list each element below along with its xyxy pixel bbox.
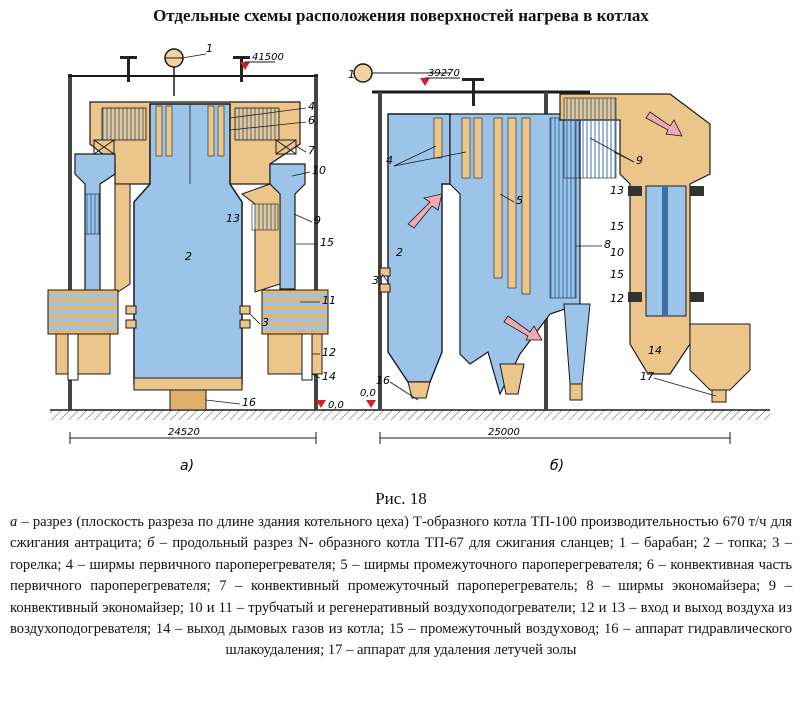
label: 14	[648, 344, 662, 357]
label: 4	[386, 154, 393, 167]
label: 17	[640, 370, 654, 383]
air-inlet-icon	[628, 186, 704, 302]
elevation-top-b: 39270	[428, 68, 460, 79]
screen-superheater	[207, 105, 215, 157]
figure-tag-a: а)	[180, 458, 194, 474]
drum-icon	[353, 63, 373, 83]
elevation-marker	[366, 400, 376, 408]
elevation-marker	[420, 78, 430, 86]
elevation-ground-b: 0,0	[360, 388, 376, 399]
burner-icon	[379, 267, 391, 293]
label: 12	[610, 292, 624, 305]
ash-hopper	[133, 377, 243, 391]
label: 7	[308, 144, 315, 157]
air-duct-left	[114, 183, 131, 295]
air-heater-left	[47, 289, 119, 335]
label: 11	[322, 294, 336, 307]
flow-arrow-icon	[407, 193, 443, 229]
label: 5	[516, 194, 523, 207]
page-title: Отдельные схемы расположения поверхносте…	[153, 6, 649, 25]
support	[233, 56, 250, 59]
dimension-b: 25000	[488, 427, 520, 438]
label: 9	[314, 214, 321, 227]
elevation-marker	[240, 62, 250, 70]
label: 8	[604, 238, 611, 251]
label: 4	[308, 100, 315, 113]
support	[472, 78, 475, 106]
label: 10	[312, 164, 326, 177]
figure-tag-b: б)	[550, 458, 564, 474]
label: 6	[308, 114, 315, 127]
label: 13	[610, 184, 624, 197]
support	[127, 58, 130, 82]
gas-outlet	[689, 323, 751, 391]
dimension-a: 24520	[168, 427, 200, 438]
leader-lines	[181, 53, 321, 405]
ash-hopper	[407, 381, 431, 399]
air-heater-right	[261, 289, 329, 335]
superheater-convective	[101, 107, 147, 141]
label: 3	[372, 274, 379, 287]
slag-removal	[169, 389, 207, 411]
caption-text-b: – продольный разрез N- образного котла Т…	[10, 535, 792, 659]
air-duct-right	[240, 183, 281, 293]
figure-caption-heading: Рис. 18	[375, 489, 427, 508]
boiler-b: 39270	[348, 63, 770, 474]
label: 3	[262, 316, 269, 329]
support	[462, 78, 484, 81]
economizer-right	[251, 203, 279, 231]
screen-superheater	[473, 117, 483, 179]
support	[120, 56, 137, 59]
support	[240, 58, 243, 82]
elevation-ground-a: 0,0	[328, 400, 344, 411]
screen-superheater	[165, 105, 173, 157]
screen-reheater	[493, 117, 503, 279]
label: 9	[636, 154, 643, 167]
ground-a	[50, 410, 350, 420]
label: 15	[320, 236, 334, 249]
flow-arrow-icon	[503, 315, 543, 341]
ash-hopper	[499, 363, 525, 395]
frame-column	[314, 74, 318, 410]
label: 2	[185, 250, 192, 263]
ground-b	[350, 410, 770, 420]
flow-arrow-icon	[645, 111, 683, 137]
label: 10	[610, 246, 624, 259]
superheater-convective	[234, 107, 280, 141]
label: 12	[322, 346, 336, 359]
economizer-left	[84, 193, 100, 235]
screen-reheater	[521, 117, 531, 295]
furnace-a	[133, 103, 243, 385]
elevation-top-a: 41500	[252, 52, 284, 63]
boiler-diagram: 41500	[47, 42, 770, 474]
caption-mark-a: а	[10, 514, 18, 530]
label: 16	[242, 396, 256, 409]
ash-hopper	[563, 303, 591, 385]
screen-superheater	[217, 105, 225, 157]
leader-lines	[381, 137, 717, 401]
burner-icon	[125, 305, 251, 329]
screen-superheater	[461, 117, 471, 179]
label: 15	[610, 220, 624, 233]
label: 1	[348, 68, 355, 81]
label: 16	[376, 374, 390, 387]
elevation-marker	[316, 400, 326, 408]
frame-column	[378, 92, 382, 410]
caption-text-a: – разрез (плоскость разреза по длине зда…	[10, 514, 792, 552]
screen-superheater	[155, 105, 163, 157]
figure-caption: а – разрез (плоскость разреза по длине з…	[10, 512, 792, 662]
label: 2	[396, 246, 403, 259]
frame-column	[68, 74, 72, 410]
screen-reheater	[507, 117, 517, 289]
boiler-a: 41500	[47, 42, 350, 474]
caption-mark-b: б	[147, 535, 155, 552]
label: 1	[206, 42, 213, 55]
label: 15	[610, 268, 624, 281]
label: 13	[226, 212, 240, 225]
label: 14	[322, 370, 336, 383]
screen-superheater	[433, 117, 443, 159]
heat-exchanger-icon	[93, 139, 297, 155]
